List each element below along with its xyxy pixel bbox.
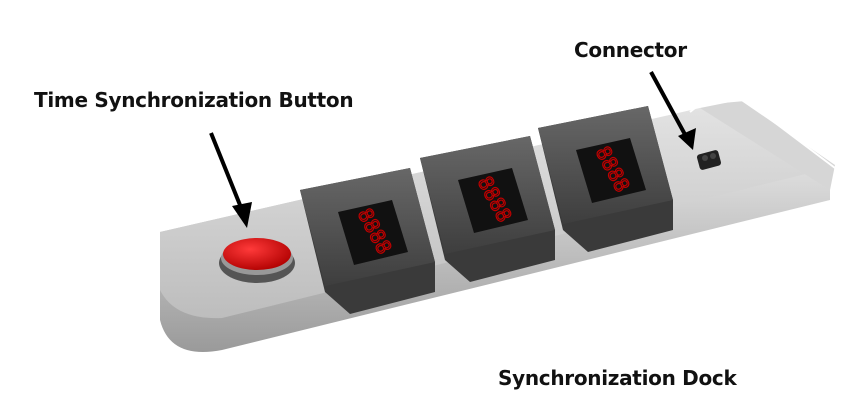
connector-label: Connector <box>574 38 687 62</box>
connector-port <box>696 150 722 170</box>
display-module-2: 8888 <box>420 136 555 282</box>
display-module-1: 8888 <box>300 168 435 314</box>
time-sync-button[interactable] <box>219 238 295 283</box>
button-arrow <box>209 132 252 228</box>
dock-label: Synchronization Dock <box>498 366 737 390</box>
button-label: Time Synchronization Button <box>34 88 354 112</box>
connector-arrow <box>649 71 696 150</box>
display-module-3: 8888 <box>538 106 673 252</box>
